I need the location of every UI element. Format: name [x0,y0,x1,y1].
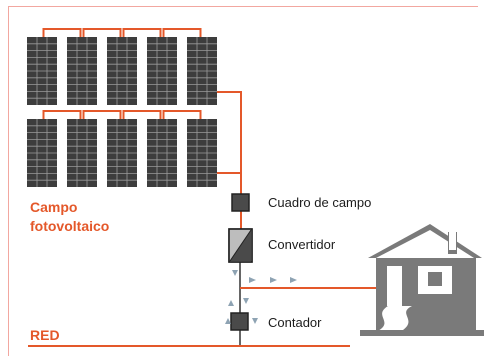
panel-connector [42,28,82,37]
pv-field-label-line1: Campo [30,199,78,215]
solar-panel-icon [67,119,97,187]
pv-panel-array [27,37,217,187]
solar-panel-icon [27,37,57,105]
solar-panel-icon [107,37,137,105]
panel-connector [82,110,122,119]
solar-panel-icon [187,37,217,105]
junction-box-icon [231,193,250,212]
solar-panel-icon [147,119,177,187]
frame-left-line [8,6,9,356]
converter-label: Convertidor [268,237,336,252]
panel-connector [162,110,202,119]
panel-connector [122,28,162,37]
wiring [28,28,378,347]
panel-connector [162,28,202,37]
frame-top-line [8,6,478,7]
grid-label: RED [30,327,60,343]
meter-icon [230,312,249,331]
panel-connector [82,28,122,37]
solar-panel-icon [187,119,217,187]
arrow-icon [225,270,297,324]
panel-connector [42,110,82,119]
inverter-icon [228,228,253,263]
solar-panel-icon [107,119,137,187]
solar-panel-icon [147,37,177,105]
solar-panel-icon [27,119,57,187]
panel-connector [122,110,162,119]
meter-label: Contador [268,315,322,330]
dc-wire-top [217,91,242,194]
solar-panel-icon [67,37,97,105]
house-icon [360,224,484,336]
field-box-label: Cuadro de campo [268,195,372,210]
pv-field-label-line2: fotovoltaico [30,218,110,234]
